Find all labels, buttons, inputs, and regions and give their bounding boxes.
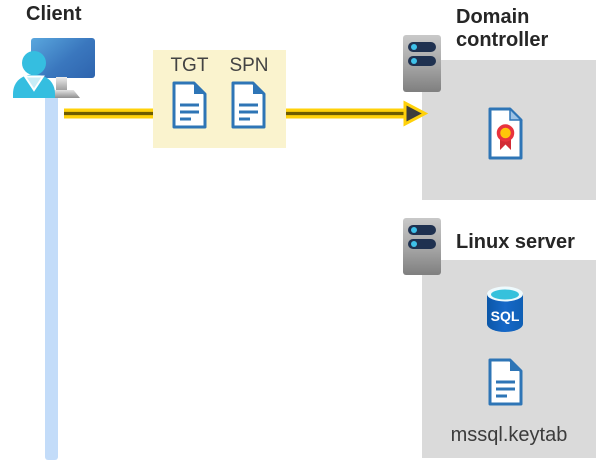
monitor-stand-base xyxy=(44,90,80,98)
certificate-icon xyxy=(488,107,523,160)
domain-controller-label: Domain controller xyxy=(456,6,549,51)
tgt-ticket: TGT xyxy=(170,55,208,148)
monitor-stand-neck xyxy=(56,77,67,91)
server-drive-slot xyxy=(408,239,436,249)
sql-database-icon: SQL xyxy=(487,286,523,332)
ticket-box: TGT SPN xyxy=(153,50,286,148)
document-icon xyxy=(172,81,207,129)
server-led xyxy=(411,58,417,64)
client-label: Client xyxy=(26,3,82,25)
server-icon xyxy=(403,35,441,92)
tgt-label: TGT xyxy=(170,55,209,76)
document-icon xyxy=(231,81,266,129)
server-drive-slot xyxy=(408,225,436,235)
spn-ticket: SPN xyxy=(229,55,269,148)
server-led xyxy=(411,227,417,233)
server-led xyxy=(411,241,417,247)
sql-icon-label: SQL xyxy=(491,308,520,324)
spn-label: SPN xyxy=(229,55,269,76)
server-led xyxy=(411,44,417,50)
client-lifeline xyxy=(45,94,58,460)
server-icon xyxy=(403,218,441,275)
user-icon xyxy=(13,51,55,98)
server-drive-slot xyxy=(408,56,436,66)
server-drive-slot xyxy=(408,42,436,52)
keytab-file-label: mssql.keytab xyxy=(450,424,568,446)
document-icon xyxy=(488,358,523,406)
linux-server-label: Linux server xyxy=(456,231,575,253)
